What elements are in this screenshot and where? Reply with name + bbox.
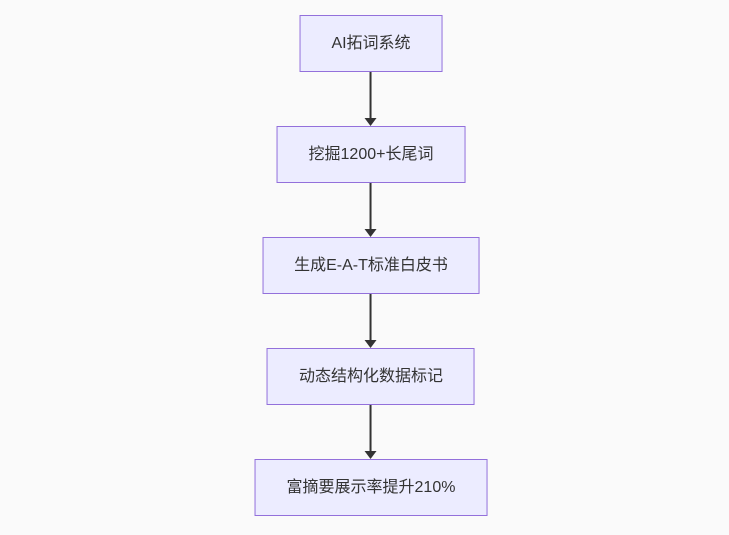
flow-node-ai-word-expansion: AI拓词系统 xyxy=(299,15,443,72)
flow-node-label: AI拓词系统 xyxy=(331,35,411,52)
flow-node-label: 挖掘1200+长尾词 xyxy=(308,146,434,163)
arrowhead-down-icon xyxy=(365,451,377,459)
flow-node-longtail-mining: 挖掘1200+长尾词 xyxy=(276,126,466,183)
flow-node-structured-data: 动态结构化数据标记 xyxy=(266,348,475,405)
edge-line xyxy=(370,72,372,118)
flow-node-label: 富摘要展示率提升210% xyxy=(286,479,456,496)
flow-node-rich-snippet-rate: 富摘要展示率提升210% xyxy=(254,459,488,516)
edge-n1-n2 xyxy=(364,72,378,126)
edge-n3-n4 xyxy=(364,294,378,348)
arrowhead-down-icon xyxy=(365,340,377,348)
arrowhead-down-icon xyxy=(365,229,377,237)
arrowhead-down-icon xyxy=(365,118,377,126)
edge-line xyxy=(370,294,372,340)
flow-node-label: 生成E-A-T标准白皮书 xyxy=(294,257,448,274)
edge-n2-n3 xyxy=(364,183,378,237)
flowchart-column: AI拓词系统 挖掘1200+长尾词 生成E-A-T标准白皮书 动态结构化数据标记 xyxy=(254,15,488,516)
edge-line xyxy=(370,183,372,229)
flow-node-eat-whitepaper: 生成E-A-T标准白皮书 xyxy=(262,237,480,294)
edge-n4-n5 xyxy=(364,405,378,459)
edge-line xyxy=(370,405,372,451)
flow-node-label: 动态结构化数据标记 xyxy=(298,368,443,385)
